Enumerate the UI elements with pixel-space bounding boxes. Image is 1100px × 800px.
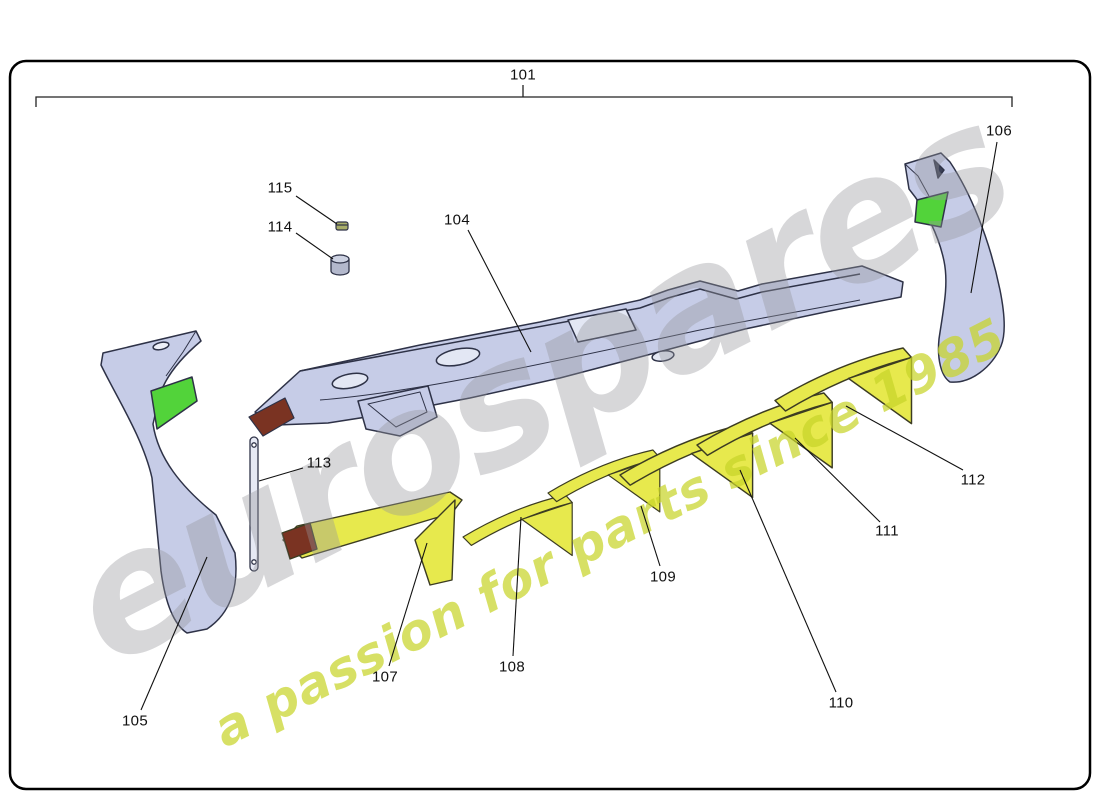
fin-red-tip xyxy=(281,522,318,560)
leader-104 xyxy=(467,229,532,353)
callout-106: 106 xyxy=(986,122,1012,140)
callout-111: 111 xyxy=(875,522,899,540)
leader-105 xyxy=(140,556,208,711)
green-accent-left xyxy=(150,376,198,430)
callout-113: 113 xyxy=(306,454,332,472)
part-105-left-skirt xyxy=(100,330,237,634)
leader-115 xyxy=(295,195,338,225)
part-113-link-rod xyxy=(249,436,259,572)
diagram-border xyxy=(8,59,1092,791)
panel-cutout-oval-1 xyxy=(435,347,481,367)
callout-115: 115 xyxy=(267,179,293,197)
panel-cutout-trapezoid xyxy=(567,308,637,343)
callout-107: 107 xyxy=(372,668,398,686)
skirt-slot xyxy=(152,341,170,351)
callout-109: 109 xyxy=(650,568,676,586)
callout-105: 105 xyxy=(122,712,148,730)
leader-112 xyxy=(845,405,964,471)
leader-108 xyxy=(512,516,522,657)
leader-111 xyxy=(794,437,881,523)
leader-114 xyxy=(295,232,334,260)
leader-113 xyxy=(258,467,304,482)
callout-108: 108 xyxy=(499,658,525,676)
watermark: eurospares a passion for parts since 198… xyxy=(39,65,1039,759)
part-107-fin xyxy=(281,491,463,586)
part-114-bushing xyxy=(330,254,350,276)
panel-cutout-oval-3 xyxy=(651,350,675,362)
panel-front-lip xyxy=(357,385,438,437)
leader-107 xyxy=(388,542,428,667)
leader-109 xyxy=(640,505,661,567)
callout-101: 101 xyxy=(510,66,536,84)
panel-red-end-patch xyxy=(248,397,295,437)
assembly-bracket-101 xyxy=(35,85,1013,107)
leader-lines xyxy=(140,141,998,711)
leader-106 xyxy=(970,141,998,294)
part-104-underbody-panel xyxy=(248,265,904,437)
green-accent-right xyxy=(914,191,949,228)
panel-cutout-oval-2 xyxy=(331,372,369,390)
skirt-notch xyxy=(933,159,945,179)
leader-110 xyxy=(739,469,837,693)
callout-110: 110 xyxy=(828,694,854,712)
callout-104: 104 xyxy=(444,211,470,229)
part-106-right-skirt xyxy=(904,152,1005,383)
callout-112: 112 xyxy=(960,471,986,489)
part-115-cap xyxy=(335,221,349,231)
callout-114: 114 xyxy=(267,218,293,236)
